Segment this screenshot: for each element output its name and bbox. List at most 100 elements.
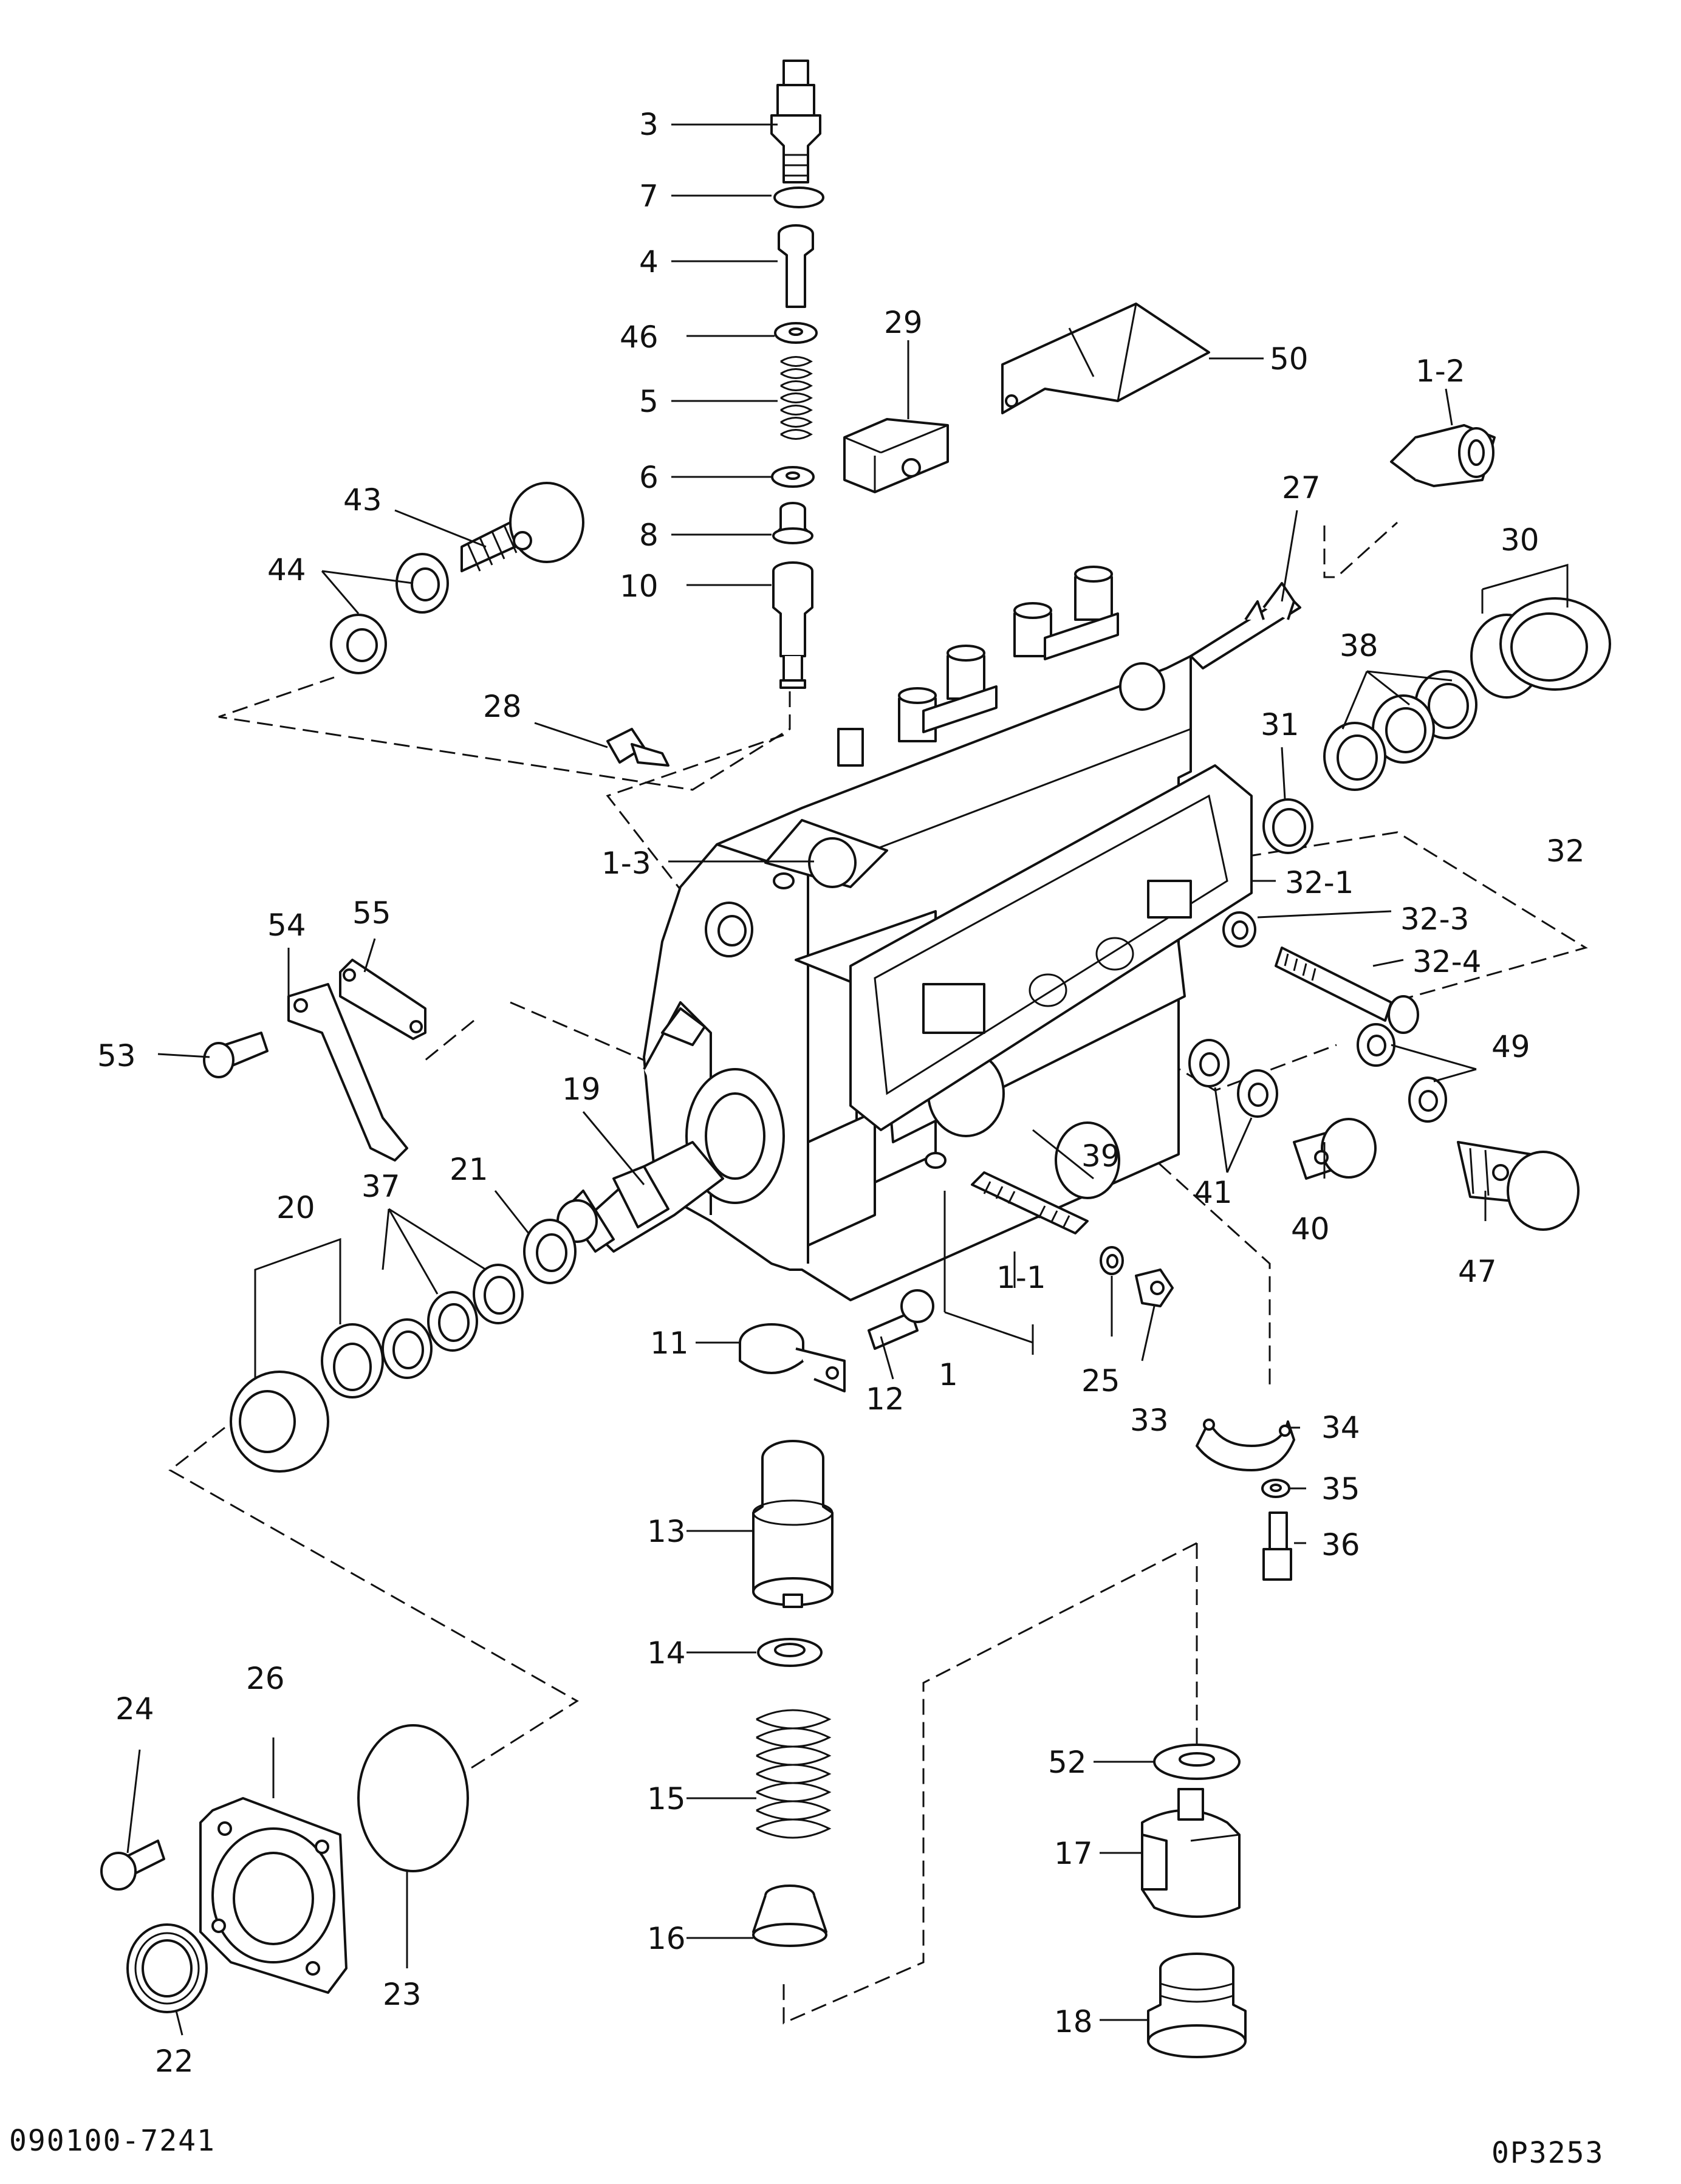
callout-12: 12 bbox=[866, 1381, 905, 1417]
part-12-screw bbox=[868, 1289, 934, 1350]
callout-15: 15 bbox=[647, 1781, 686, 1816]
callout-3: 3 bbox=[639, 107, 659, 142]
part-32-4-bolt bbox=[1275, 947, 1419, 1034]
part-6-washer bbox=[771, 466, 815, 488]
part-55-link-plate bbox=[339, 959, 426, 1040]
part-53-bolt bbox=[203, 1032, 269, 1078]
callout-22: 22 bbox=[155, 2044, 194, 2079]
part-16-spring-seat bbox=[752, 1884, 827, 1947]
callout-31: 31 bbox=[1261, 707, 1299, 742]
part-8-delivery-valve bbox=[772, 502, 813, 544]
callout-35: 35 bbox=[1321, 1471, 1360, 1507]
part-47-hollow-screw bbox=[1457, 1141, 1580, 1231]
part-1-1-stud bbox=[971, 1171, 1089, 1234]
part-43-hollow-screw bbox=[460, 482, 584, 572]
part-18-plug bbox=[1147, 1953, 1247, 2058]
part-21-washer bbox=[523, 1219, 577, 1284]
callout-20: 20 bbox=[276, 1190, 315, 1225]
callout-1: 1 bbox=[939, 1357, 958, 1392]
part-27-control-rack bbox=[1190, 582, 1301, 669]
part-10-plunger-barrel bbox=[772, 561, 813, 689]
callout-13: 13 bbox=[647, 1514, 686, 1549]
callout-44: 44 bbox=[267, 552, 306, 587]
part-32-1-cover bbox=[849, 764, 1253, 1131]
callout-10: 10 bbox=[620, 569, 659, 604]
callout-49: 49 bbox=[1491, 1029, 1530, 1064]
part-44-washers bbox=[330, 553, 449, 674]
callout-1-3: 1-3 bbox=[601, 846, 651, 881]
part-14-spring-seat bbox=[757, 1638, 823, 1667]
part-4-stopper bbox=[778, 224, 814, 308]
figure-code: 0P3253 bbox=[1491, 2136, 1604, 2170]
callout-25: 25 bbox=[1081, 1363, 1120, 1398]
callout-8: 8 bbox=[639, 518, 659, 553]
part-26-flange bbox=[199, 1797, 347, 1994]
part-17-tappet-guide bbox=[1141, 1788, 1241, 1918]
callout-labels: 3 7 4 46 5 6 8 10 29 50 1-2 27 43 44 30 … bbox=[97, 107, 1585, 2079]
part-33-nut bbox=[1135, 1268, 1174, 1307]
callout-26: 26 bbox=[246, 1661, 285, 1696]
part-50-bracket bbox=[1001, 303, 1210, 414]
callout-33: 33 bbox=[1130, 1403, 1169, 1438]
part-15-spring bbox=[756, 1709, 832, 1839]
callout-28: 28 bbox=[483, 689, 522, 724]
callout-16: 16 bbox=[647, 1921, 686, 1956]
part-38-shims bbox=[1323, 670, 1477, 791]
part-22-bearing bbox=[126, 1923, 208, 2013]
callout-32: 32 bbox=[1546, 834, 1585, 869]
callout-53: 53 bbox=[97, 1038, 136, 1073]
callout-52: 52 bbox=[1048, 1745, 1087, 1780]
callout-32-3: 32-3 bbox=[1400, 902, 1469, 937]
drawing-number: 090100-7241 bbox=[9, 2124, 216, 2158]
part-7-o-ring bbox=[773, 187, 824, 208]
callout-50: 50 bbox=[1270, 341, 1309, 377]
callout-11: 11 bbox=[650, 1326, 689, 1361]
callout-4: 4 bbox=[639, 244, 659, 279]
part-11-clamp-ring bbox=[739, 1323, 846, 1392]
callout-54: 54 bbox=[267, 908, 306, 943]
callout-5: 5 bbox=[639, 384, 659, 419]
callout-40: 40 bbox=[1291, 1211, 1330, 1247]
callout-29: 29 bbox=[884, 305, 923, 340]
part-39-o-ring bbox=[1055, 1121, 1120, 1199]
callout-21: 21 bbox=[450, 1152, 488, 1187]
callout-23: 23 bbox=[383, 1977, 422, 2012]
callout-32-1: 32-1 bbox=[1285, 865, 1354, 900]
callout-55: 55 bbox=[352, 895, 391, 931]
part-24-bolt bbox=[100, 1840, 165, 1891]
part-41-washers bbox=[1188, 1039, 1278, 1118]
callout-34: 34 bbox=[1321, 1410, 1360, 1445]
callout-37: 37 bbox=[361, 1169, 400, 1204]
part-29-clamp-block bbox=[843, 418, 949, 493]
callout-41: 41 bbox=[1194, 1175, 1233, 1210]
callout-6: 6 bbox=[639, 460, 659, 495]
leader-lines bbox=[126, 123, 1569, 2036]
part-28-screw bbox=[606, 728, 669, 767]
part-49-washers bbox=[1357, 1023, 1447, 1123]
callout-43: 43 bbox=[343, 482, 382, 518]
part-3-delivery-valve-holder bbox=[770, 60, 821, 183]
part-20-gear-collar bbox=[230, 1323, 384, 1473]
part-34-bracket bbox=[1196, 1419, 1295, 1471]
part-5-spring bbox=[780, 356, 813, 440]
callout-1-1: 1-1 bbox=[996, 1260, 1046, 1295]
part-1-3-plug bbox=[808, 837, 857, 888]
part-19-camshaft bbox=[556, 1141, 724, 1253]
callout-19: 19 bbox=[562, 1072, 601, 1107]
callout-39: 39 bbox=[1081, 1138, 1120, 1174]
callout-27: 27 bbox=[1282, 470, 1321, 505]
part-32-3-washer bbox=[1222, 911, 1256, 948]
part-37-shims bbox=[382, 1264, 524, 1379]
callout-24: 24 bbox=[115, 1691, 154, 1727]
callout-17: 17 bbox=[1054, 1836, 1093, 1871]
callout-7: 7 bbox=[639, 179, 659, 214]
part-13-tappet bbox=[752, 1440, 834, 1608]
part-23-o-ring bbox=[357, 1724, 469, 1872]
part-1-2-banjo-fitting bbox=[1390, 424, 1496, 487]
callout-32-4: 32-4 bbox=[1412, 944, 1481, 979]
callout-30: 30 bbox=[1501, 522, 1539, 558]
part-40-hollow-bolt bbox=[1293, 1118, 1377, 1180]
part-25-washer bbox=[1100, 1246, 1124, 1275]
part-54-lever-plate bbox=[287, 983, 408, 1162]
